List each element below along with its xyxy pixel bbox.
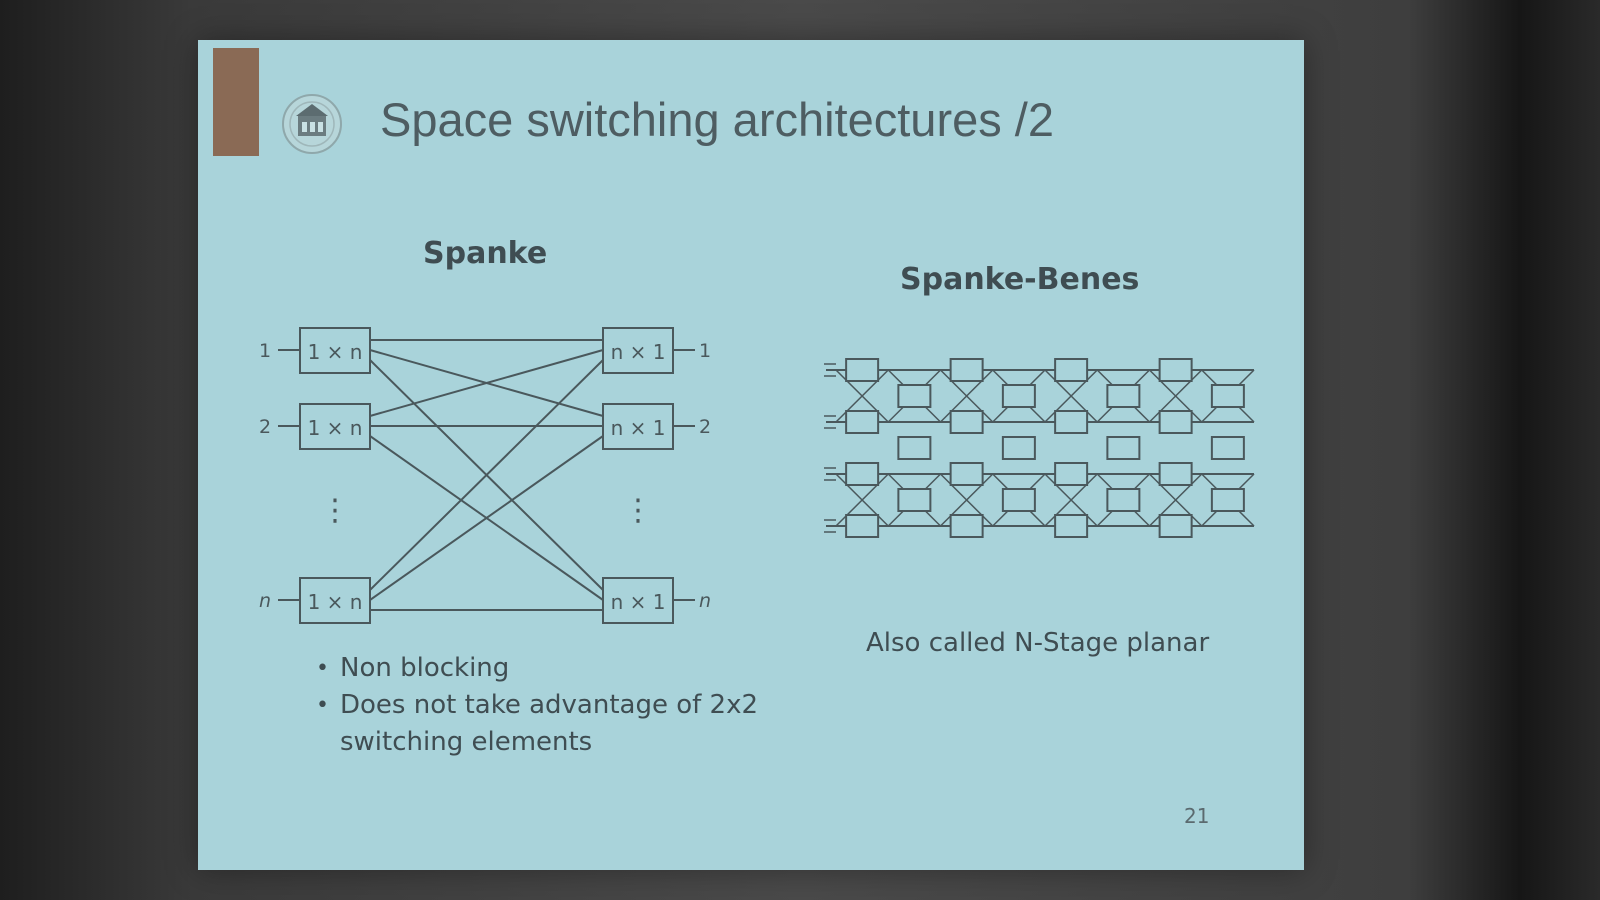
- spanke-link-3-1: [369, 359, 604, 591]
- input-port-2-label: 2: [259, 416, 271, 438]
- benes-switch-element: [845, 410, 880, 434]
- input-port-n-label: n: [259, 590, 271, 612]
- benes-cross-link: [939, 369, 994, 423]
- benes-cross-link: [939, 473, 994, 527]
- benes-switch-element: [1054, 410, 1089, 434]
- input-switch-2: 2 1 × n: [259, 403, 371, 450]
- benes-switch-element: [845, 462, 880, 486]
- bullet-item: Non blocking: [316, 650, 860, 687]
- spanke-benes-caption: Also called N-Stage planar: [866, 628, 1210, 658]
- benes-switch-element: [1054, 358, 1089, 382]
- benes-switch-element: [949, 462, 984, 486]
- spanke-heading: Spanke: [423, 236, 548, 271]
- benes-cross-link: [835, 473, 889, 527]
- spanke-benes-heading: Spanke-Benes: [900, 262, 1140, 297]
- benes-switch-element: [1001, 488, 1036, 512]
- benes-switch-element: [1106, 384, 1141, 408]
- benes-cross-link: [1044, 473, 1098, 527]
- benes-switch-element: [1210, 488, 1245, 512]
- output-switch-1: n × 1 1: [602, 327, 711, 374]
- output-switch-n: n × 1 n: [602, 577, 711, 624]
- input-box-1-label: 1 × n: [308, 340, 363, 364]
- output-box-n: [602, 577, 674, 624]
- output-port-n-label: n: [699, 590, 711, 612]
- input-ellipsis: ⋮: [320, 493, 350, 528]
- benes-switch-element: [1158, 514, 1193, 538]
- output-box-1: [602, 327, 674, 374]
- benes-switch-element: [1158, 358, 1193, 382]
- input-switch-1: 1 1 × n: [259, 327, 371, 374]
- spanke-connections: [369, 339, 604, 611]
- benes-switch-element: [845, 358, 880, 382]
- benes-switch-element: [1054, 514, 1089, 538]
- input-box-n: [299, 577, 371, 624]
- benes-switch-element: [1210, 384, 1245, 408]
- benes-switch-element: [949, 358, 984, 382]
- input-switch-n: n 1 × n: [259, 577, 371, 624]
- output-box-n-label: n × 1: [611, 590, 666, 614]
- spanke-benes-diagram: [824, 358, 1255, 538]
- input-box-1: [299, 327, 371, 374]
- benes-switch-element: [897, 436, 932, 460]
- benes-switch-element: [1210, 436, 1245, 460]
- benes-cross-link: [1148, 473, 1203, 527]
- benes-switch-element: [1106, 436, 1141, 460]
- university-crest-icon: [282, 94, 342, 154]
- input-box-n-label: 1 × n: [308, 590, 363, 614]
- output-box-2-label: n × 1: [611, 416, 666, 440]
- slide: Space switching architectures /2 Spanke …: [198, 40, 1304, 870]
- benes-switch-element: [897, 384, 932, 408]
- benes-switch-element: [1158, 462, 1193, 486]
- benes-switch-element: [1001, 436, 1036, 460]
- spanke-bullet-list: Non blocking Does not take advantage of …: [316, 650, 860, 761]
- bullet-item: Does not take advantage of 2x2 switching…: [316, 687, 860, 761]
- spanke-link-3-2: [369, 435, 604, 601]
- input-port-1-label: 1: [259, 340, 271, 362]
- output-box-2: [602, 403, 674, 450]
- output-ellipsis: ⋮: [623, 493, 653, 528]
- benes-cross-link: [1044, 369, 1098, 423]
- output-switch-2: n × 1 2: [602, 403, 711, 450]
- accent-bar: [213, 48, 259, 156]
- benes-switch-element: [1001, 384, 1036, 408]
- output-port-1-label: 1: [699, 340, 711, 362]
- benes-switch-element: [1158, 410, 1193, 434]
- output-box-1-label: n × 1: [611, 340, 666, 364]
- benes-switch-element: [949, 410, 984, 434]
- spanke-link-2-1: [369, 349, 604, 417]
- page-number: 21: [1184, 804, 1210, 828]
- benes-switch-element: [1054, 462, 1089, 486]
- benes-cross-link: [835, 369, 889, 423]
- benes-cross-link: [1148, 369, 1203, 423]
- slide-title: Space switching architectures /2: [380, 93, 1054, 146]
- input-box-2: [299, 403, 371, 450]
- benes-switch-element: [897, 488, 932, 512]
- benes-switch-element: [949, 514, 984, 538]
- input-box-2-label: 1 × n: [308, 416, 363, 440]
- output-port-2-label: 2: [699, 416, 711, 438]
- spanke-diagram: 1 1 × n 2 1 × n n 1 × n n × 1 1 n × 1 2: [259, 327, 711, 624]
- benes-switch-element: [845, 514, 880, 538]
- benes-switch-element: [1106, 488, 1141, 512]
